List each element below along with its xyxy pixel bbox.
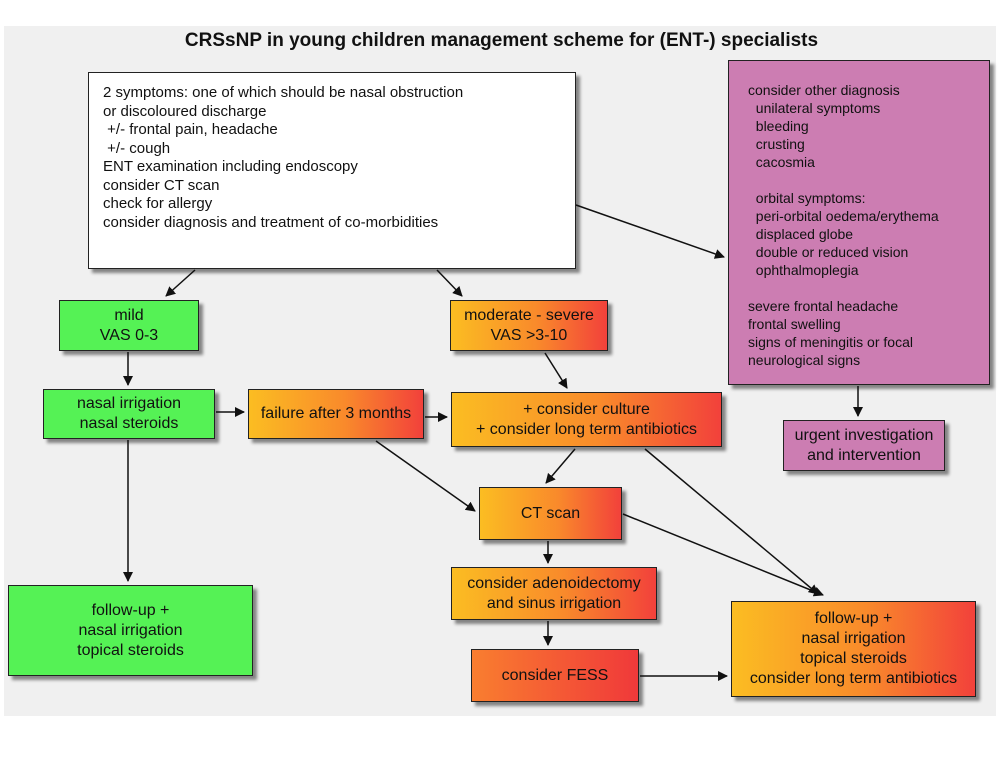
- other-diagnosis-line: crusting: [748, 136, 805, 152]
- failure-box: failure after 3 months: [248, 389, 424, 439]
- urgent-line: urgent investigation: [794, 426, 934, 444]
- symptoms-line: 2 symptoms: one of which should be nasal…: [103, 84, 464, 101]
- fess-box: consider FESS: [471, 649, 639, 702]
- culture-antibiotics-box: + consider culture + consider long term …: [451, 392, 722, 447]
- urgent-investigation-box: urgent investigation and intervention: [783, 420, 945, 471]
- other-diagnosis-line: orbital symptoms:: [748, 190, 866, 206]
- other-diagnosis-line: bleeding: [748, 118, 809, 134]
- other-diagnosis-line: severe frontal headache: [748, 298, 899, 314]
- moderate-severe-line: VAS >3-10: [490, 326, 568, 344]
- symptoms-line: consider CT scan: [103, 176, 220, 194]
- nasal-irrigation-line: nasal irrigation: [76, 395, 182, 412]
- failure-line: failure after 3 months: [260, 405, 412, 422]
- other-diagnosis-line: unilateral symptoms: [748, 100, 881, 116]
- mild-line: mild: [114, 306, 144, 324]
- other-diagnosis-line: ophthalmoplegia: [748, 262, 859, 278]
- adenoidectomy-box: consider adenoidectomy and sinus irrigat…: [451, 567, 657, 620]
- followup-right-box: follow-up + nasal irrigation topical ste…: [731, 601, 976, 697]
- other-diagnosis-line: cacosmia: [748, 154, 815, 170]
- followup-right-line: consider long term antibiotics: [749, 670, 958, 687]
- diagram-title: CRSsNP in young children management sche…: [184, 30, 819, 51]
- moderate-severe-box: moderate - severe VAS >3-10: [450, 300, 608, 351]
- culture-line: + consider long term antibiotics: [476, 420, 697, 438]
- nasal-irrigation-box: nasal irrigation nasal steroids: [43, 389, 215, 439]
- mild-box: mild VAS 0-3: [59, 300, 199, 351]
- other-diagnosis-box: consider other diagnosis unilateral symp…: [728, 60, 990, 385]
- ct-scan-line: CT scan: [520, 504, 581, 522]
- moderate-severe-line: moderate - severe: [464, 306, 594, 324]
- mild-line: VAS 0-3: [99, 326, 159, 344]
- adenoidectomy-line: consider adenoidectomy: [467, 574, 641, 592]
- symptoms-line: or discoloured discharge: [103, 102, 267, 120]
- followup-right-line: nasal irrigation: [801, 630, 906, 647]
- other-diagnosis-line: frontal swelling: [748, 316, 841, 332]
- other-diagnosis-line: consider other diagnosis: [748, 82, 900, 98]
- urgent-line: and intervention: [807, 446, 921, 464]
- fess-line: consider FESS: [501, 666, 609, 684]
- followup-left-line: follow-up +: [91, 601, 170, 619]
- symptoms-line: ENT examination including endoscopy: [103, 158, 358, 175]
- other-diagnosis-line: peri-orbital oedema/erythema: [748, 208, 939, 224]
- nasal-irrigation-line: nasal steroids: [79, 415, 179, 432]
- culture-line: + consider culture: [523, 400, 650, 418]
- other-diagnosis-line: double or reduced vision: [748, 244, 909, 260]
- symptoms-box: 2 symptoms: one of which should be nasal…: [88, 72, 576, 269]
- other-diagnosis-line: neurological signs: [748, 352, 861, 368]
- followup-left-line: topical steroids: [77, 641, 184, 659]
- ct-scan-box: CT scan: [479, 487, 622, 540]
- symptoms-line: check for allergy: [103, 195, 213, 212]
- other-diagnosis-line: signs of meningitis or focal: [748, 334, 913, 350]
- adenoidectomy-line: and sinus irrigation: [486, 594, 622, 612]
- symptoms-line: +/- frontal pain, headache: [103, 121, 278, 138]
- followup-left-line: nasal irrigation: [78, 621, 183, 639]
- other-diagnosis-line: displaced globe: [748, 226, 854, 242]
- symptoms-line: consider diagnosis and treatment of co-m…: [103, 213, 439, 231]
- followup-right-line: follow-up +: [814, 610, 893, 627]
- symptoms-line: +/- cough: [103, 139, 171, 157]
- followup-left-box: follow-up + nasal irrigation topical ste…: [8, 585, 253, 676]
- followup-right-line: topical steroids: [800, 650, 907, 667]
